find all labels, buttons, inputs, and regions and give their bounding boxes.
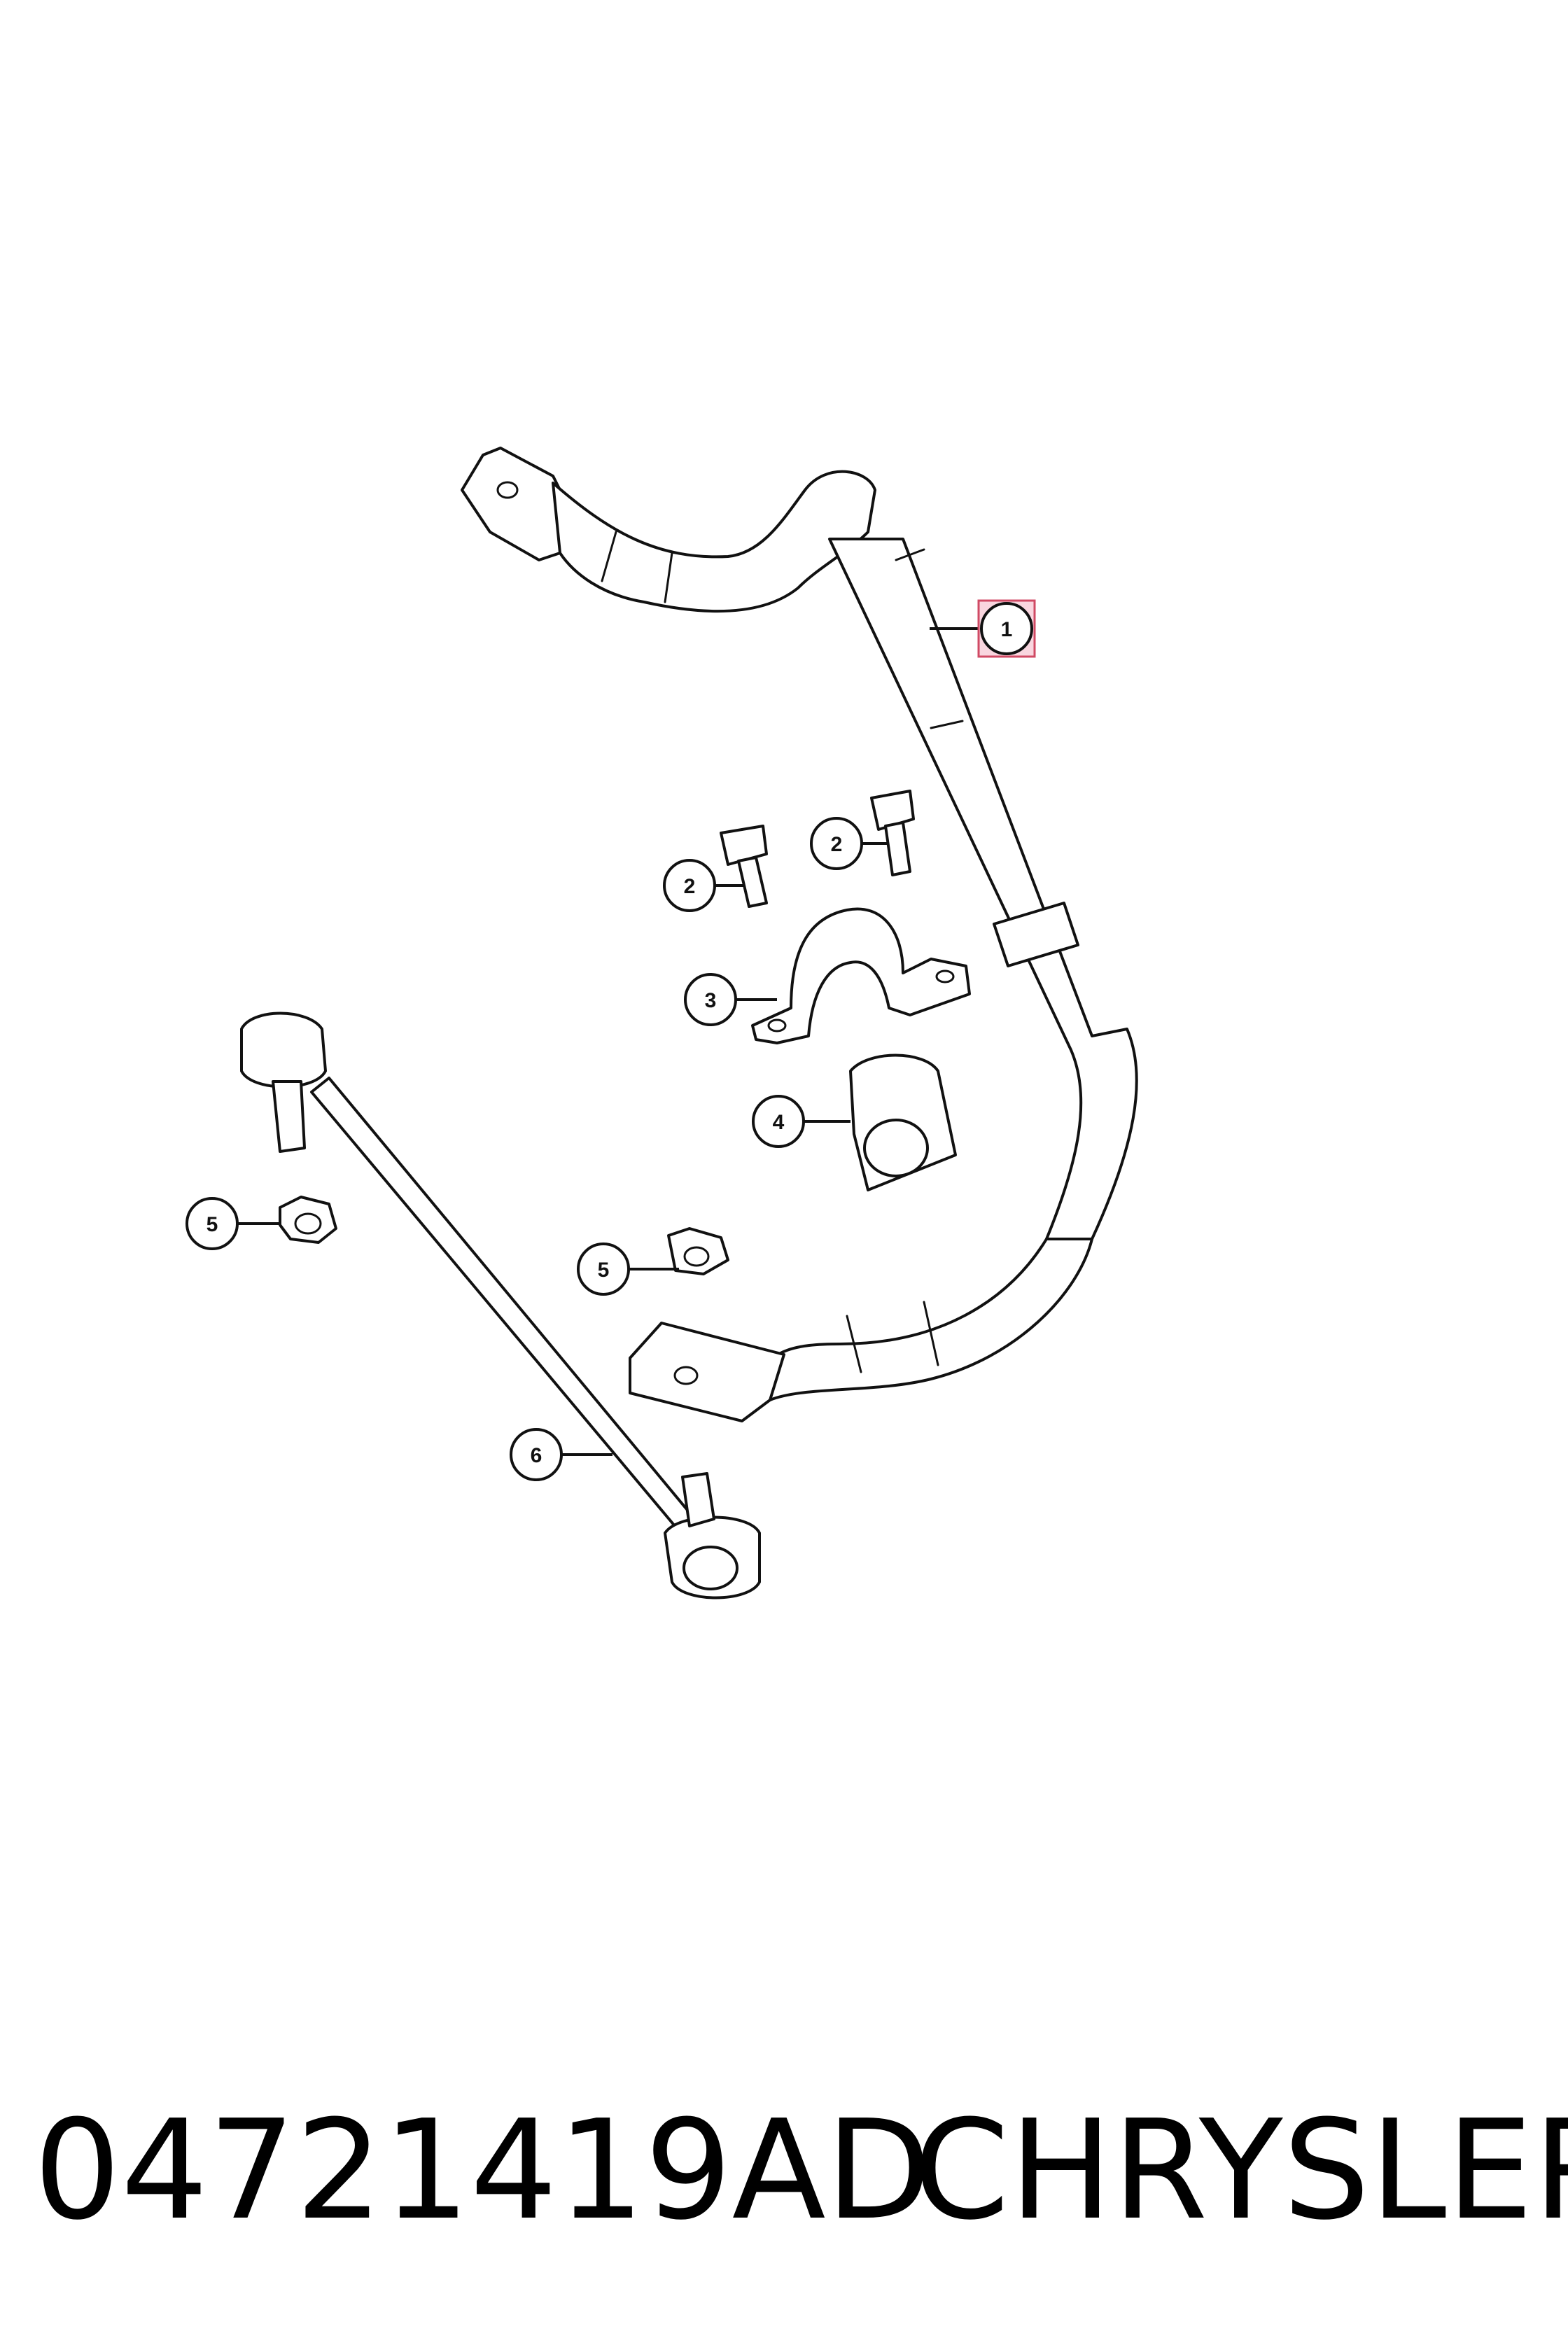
bar-band <box>930 720 964 729</box>
callout-6-label: 6 <box>531 1444 542 1467</box>
bar-band <box>664 552 673 603</box>
clamp-hole-right <box>935 969 955 983</box>
callout-5b[interactable]: 5 <box>577 1242 630 1296</box>
clamp-hole-left <box>767 1018 787 1032</box>
callout-1[interactable]: 1 <box>977 599 1036 658</box>
callout-4[interactable]: 4 <box>752 1095 805 1148</box>
link-upper-ball-joint <box>240 1011 327 1088</box>
callout-4-label: 4 <box>773 1111 785 1134</box>
stabilizer-bar-lower-arm <box>755 1238 1093 1401</box>
callout-1-label: 1 <box>1001 618 1013 641</box>
stabilizer-link <box>240 1011 761 1600</box>
retainer-clamp <box>751 907 971 1044</box>
bushing-bore <box>863 1119 929 1177</box>
callout-3[interactable]: 3 <box>684 973 737 1026</box>
bar-bushing <box>849 1054 957 1191</box>
nut-left <box>279 1196 337 1244</box>
bar-bushing-ring <box>993 902 1079 967</box>
callout-2b-label: 2 <box>831 833 843 856</box>
bar-band <box>601 531 617 582</box>
callout-5b-label: 5 <box>598 1259 610 1282</box>
part-number: 04721419AD <box>34 2091 932 2250</box>
bar-band <box>895 548 925 561</box>
bolt-right <box>870 790 915 876</box>
bolt-left <box>720 825 768 908</box>
callout-3-label: 3 <box>705 989 717 1012</box>
brand-name: CHRYSLER <box>913 2091 1568 2250</box>
stabilizer-bar <box>461 447 1138 1422</box>
callout-5a-label: 5 <box>206 1213 218 1236</box>
leader-lines <box>237 627 980 1456</box>
stabilizer-bar-upper-arm <box>552 470 876 613</box>
link-upper-stud <box>272 1080 306 1153</box>
callout-2a[interactable]: 2 <box>663 859 716 912</box>
stabilizer-bar-lower-end <box>629 1322 785 1422</box>
nut-center <box>667 1227 729 1275</box>
link-rod <box>310 1077 705 1545</box>
callout-2a-label: 2 <box>684 875 696 898</box>
bar-band <box>846 1315 862 1373</box>
upper-end-hole <box>496 481 519 499</box>
callout-2b[interactable]: 2 <box>810 817 863 870</box>
callout-6[interactable]: 6 <box>510 1428 563 1481</box>
bar-band <box>923 1301 939 1366</box>
callout-5a[interactable]: 5 <box>186 1197 239 1250</box>
link-lower-stud <box>681 1472 715 1527</box>
lower-end-hole <box>673 1366 699 1385</box>
